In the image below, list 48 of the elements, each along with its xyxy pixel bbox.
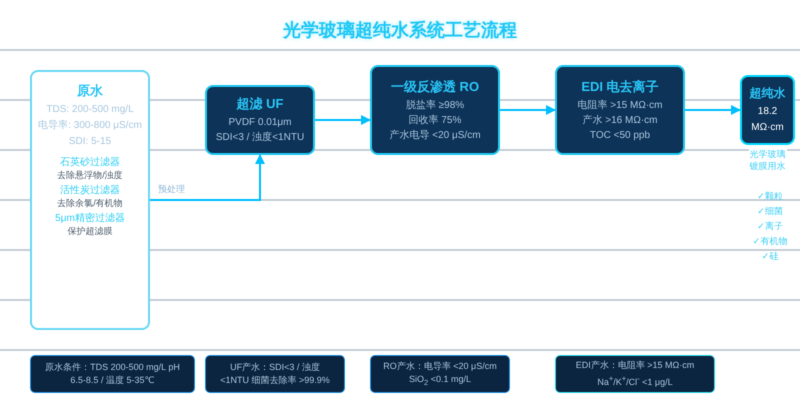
water-parameter: 电导率: 300-800 μS/cm <box>38 118 142 133</box>
filter-name: 活性炭过滤器 <box>60 184 120 197</box>
arrow <box>685 105 741 115</box>
spec-text: UF产水：SDI<3 / 浊度<1NTU 细菌去除率 >99.9% <box>219 361 331 387</box>
water-parameter: SDI: 5-15 <box>68 135 112 149</box>
spec-box <box>30 355 195 393</box>
process-box <box>555 65 685 155</box>
check-item: ✓细菌 <box>756 205 784 218</box>
usage-note: 光学玻璃镀膜用水 <box>748 148 786 172</box>
filter-name: 石英砂过滤器 <box>60 156 120 169</box>
process-box <box>205 85 315 155</box>
check-item: ✓硅 <box>760 250 780 263</box>
arrow <box>150 154 265 201</box>
box-detail: SDI<3 / 浊度<1NTU <box>216 130 304 145</box>
filter-name: 5μm精密过滤器 <box>55 212 125 225</box>
process-box <box>370 65 500 155</box>
box-title: 一级反渗透 RO <box>390 78 480 96</box>
check-item: ✓有机物 <box>752 235 788 248</box>
arrow <box>315 115 371 125</box>
check-item: ✓离子 <box>756 220 784 233</box>
filter-purpose: 去除悬浮物/浊度 <box>57 169 123 181</box>
box-detail: 回收率 75% <box>408 114 462 128</box>
box-title: EDI 电去离子 <box>581 78 659 96</box>
box-detail: TOC <50 ppb <box>590 128 650 142</box>
water-parameter: TDS: 200-500 mg/L <box>46 103 134 117</box>
box-detail: 脱盐率 ≥98% <box>406 98 464 112</box>
box-detail: 产水电导 <20 μS/cm <box>389 128 481 142</box>
box-detail: 电阻率 >15 MΩ·cm <box>578 98 662 112</box>
spec-box <box>205 355 345 393</box>
spec-box <box>555 355 715 393</box>
spec-text: RO产水：电导率 <20 μS/cm SiO$_{2}$ <0.1 mg/L <box>382 360 498 388</box>
box-detail: 产水 >16 MΩ·cm <box>582 114 658 128</box>
spec-text: 原水条件：TDS 200-500 mg/L pH 6.5-8.5 / 温度 5-35℃ <box>44 361 181 387</box>
box-detail: 18.2 MΩ·cm <box>750 104 785 134</box>
water-source-panel <box>30 70 150 330</box>
box-title: 超滤 UF <box>236 95 284 113</box>
box-detail: PVDF 0.01μm <box>228 116 292 130</box>
edge-label: 预处理 <box>157 183 186 195</box>
arrow <box>500 105 556 115</box>
check-item: ✓颗粒 <box>756 190 784 203</box>
spec-box <box>370 355 510 393</box>
filter-purpose: 去除余氯/有机物 <box>57 197 123 209</box>
box-title: 原水 <box>77 82 103 100</box>
spec-text: EDI产水：电阻率 >15 MΩ·cm Na$^{+}$/K$^{+}$/Cl$^{-}$ <1 μg/L <box>574 359 696 389</box>
title: 光学玻璃超纯水系统工艺流程 <box>282 19 518 42</box>
box-title: 超纯水 <box>750 84 786 102</box>
filter-purpose: 保护超滤膜 <box>68 225 112 237</box>
product-box <box>740 75 795 145</box>
